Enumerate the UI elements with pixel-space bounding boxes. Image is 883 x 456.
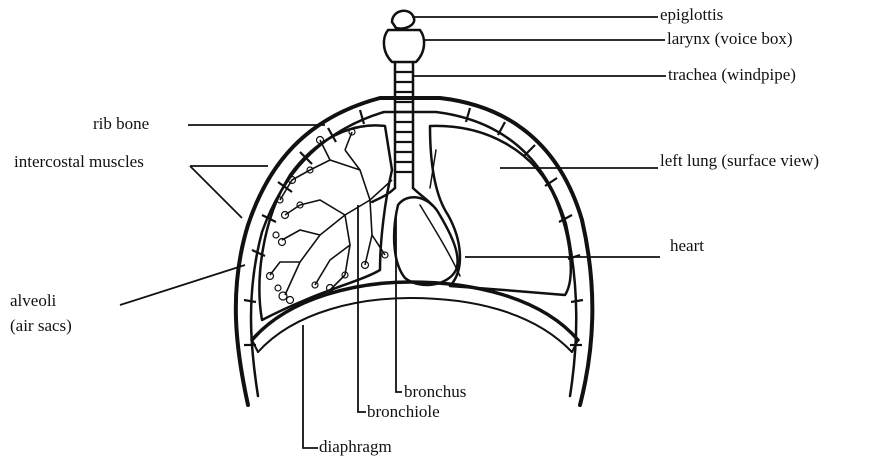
label-rib-bone: rib bone	[93, 114, 149, 133]
heart-shape	[394, 197, 460, 285]
left-lung	[430, 126, 571, 295]
labels: epiglottis larynx (voice box) trachea (w…	[10, 5, 819, 456]
label-left-lung: left lung (surface view)	[660, 151, 819, 170]
label-alveoli: alveoli	[10, 291, 57, 310]
leader-bronchiole	[358, 205, 366, 412]
label-epiglottis: epiglottis	[660, 5, 723, 24]
label-trachea: trachea (windpipe)	[668, 65, 796, 84]
leader-intercostal-lower	[190, 166, 242, 218]
label-intercostal-muscles: intercostal muscles	[14, 152, 144, 171]
label-bronchiole: bronchiole	[367, 402, 440, 421]
label-air-sacs: (air sacs)	[10, 316, 72, 335]
label-larynx: larynx (voice box)	[667, 29, 793, 48]
airway	[372, 11, 432, 205]
leader-diaphragm	[303, 325, 318, 448]
leader-alveoli	[120, 265, 245, 305]
label-diaphragm: diaphragm	[319, 437, 392, 456]
label-bronchus: bronchus	[404, 382, 466, 401]
leader-bronchus	[396, 215, 402, 392]
label-heart: heart	[670, 236, 704, 255]
